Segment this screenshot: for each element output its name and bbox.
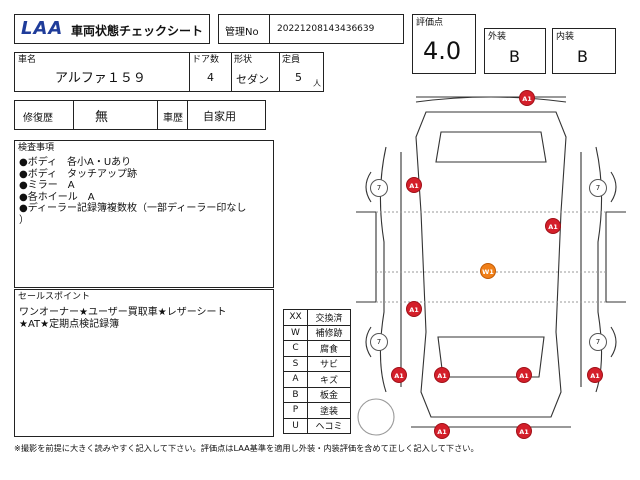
legend-code: W <box>283 324 308 341</box>
inspection-item: ） <box>19 214 29 226</box>
damage-mark-left-front: A1 <box>406 177 422 193</box>
mgmt-box: 管理No 20221208143436639 <box>218 14 404 44</box>
exterior-label: 外装 <box>488 32 507 42</box>
interior-label: 内装 <box>556 32 575 42</box>
interior-grade: B <box>577 47 588 66</box>
mgmt-divider <box>269 15 270 43</box>
legend-code: XX <box>283 309 308 326</box>
vehicle-row: 車名 アルファ１５９ ドア数 4 形状 セダン 定員 5 人 <box>14 52 324 92</box>
exterior-box: 外装 B <box>484 28 546 74</box>
damage-mark-rear-bumper-right: A1 <box>516 423 532 439</box>
tire-rear-left: 7 <box>370 333 388 351</box>
inspection-box: 検査事項 ●ボディ 各小A・Uあり ●ボディ タッチアップ跡 ●ミラー A ●各… <box>14 140 274 288</box>
sheet-title: 車両状態チェックシート <box>71 24 204 38</box>
divider <box>189 53 190 91</box>
legend-code: S <box>283 355 308 372</box>
legend-code: B <box>283 386 308 403</box>
damage-mark-right-front: A1 <box>545 218 561 234</box>
damage-mark-rear-bumper-left: A1 <box>434 423 450 439</box>
sales-box: セールスポイント ワンオーナー★ユーザー買取車★レザーシート ★AT★定期点検記… <box>14 289 274 437</box>
tire-rear-right: 7 <box>589 333 607 351</box>
legend-code: C <box>283 340 308 357</box>
capacity-unit: 人 <box>313 79 321 88</box>
inspection-item: ●各ホイール A <box>19 191 95 203</box>
car-name-label: 車名 <box>18 55 37 65</box>
mgmt-label: 管理No <box>225 27 259 38</box>
legend-label: 交換済 <box>307 309 351 326</box>
repair-value: 無 <box>95 110 109 125</box>
footer-note: ※撮影を前提に大きく読みやすく記入して下さい。評価点はLAA基準を適用し外装・内… <box>14 443 479 453</box>
sales-title: セールスポイント <box>18 292 91 302</box>
legend-code: P <box>283 402 308 419</box>
legend-label: キズ <box>307 371 351 388</box>
history-row: 修復歴 無 車歴 自家用 <box>14 100 266 130</box>
score-box: 評価点 4.0 <box>412 14 476 74</box>
damage-mark-front: A1 <box>519 90 535 106</box>
capacity-label: 定員 <box>282 55 301 65</box>
laa-logo: LAA <box>21 18 64 39</box>
damage-mark-left-rear: A1 <box>406 301 422 317</box>
damage-mark-rear-right: A1 <box>587 367 603 383</box>
divider <box>279 53 280 91</box>
damage-mark-rear-center-left: A1 <box>434 367 450 383</box>
score-value: 4.0 <box>423 37 462 65</box>
interior-box: 内装 B <box>552 28 616 74</box>
legend-code: A <box>283 371 308 388</box>
shape-label: 形状 <box>234 55 253 65</box>
inspection-item: ●ボディ タッチアップ跡 <box>19 168 138 180</box>
legend-label: 板金 <box>307 386 351 403</box>
mgmt-number: 20221208143436639 <box>277 24 375 34</box>
legend-code: U <box>283 417 308 434</box>
legend-label: ヘコミ <box>307 417 351 434</box>
divider <box>157 101 158 129</box>
damage-mark-roof: W1 <box>480 263 496 279</box>
inspection-item: ●ディーラー記録簿複数枚（一部ディーラー印なし <box>19 203 247 214</box>
capacity-value: 5 <box>295 71 302 84</box>
legend-label: 塗装 <box>307 402 351 419</box>
use-label: 車歴 <box>163 113 183 124</box>
exterior-grade: B <box>509 47 520 66</box>
inspection-list: ●ボディ 各小A・Uあり ●ボディ タッチアップ跡 ●ミラー A ●各ホイール … <box>19 157 246 226</box>
doors-value: 4 <box>207 71 214 84</box>
sales-line: ★AT★定期点検記録簿 <box>19 319 120 330</box>
car-name: アルファ１５９ <box>55 71 146 86</box>
legend-label: 腐食 <box>307 340 351 357</box>
divider <box>187 101 188 129</box>
car-diagram <box>356 96 626 436</box>
inspection-item: ●ミラー A <box>19 180 75 191</box>
damage-mark-rear-center-right: A1 <box>516 367 532 383</box>
inspection-title: 検査事項 <box>18 143 55 153</box>
score-label: 評価点 <box>416 18 444 28</box>
divider <box>73 101 74 129</box>
tire-front-left: 7 <box>370 179 388 197</box>
repair-label: 修復歴 <box>23 113 53 124</box>
logo-box: LAA 車両状態チェックシート <box>14 14 210 44</box>
shape-value: セダン <box>236 73 269 86</box>
use-value: 自家用 <box>203 110 236 123</box>
legend-label: サビ <box>307 355 351 372</box>
divider <box>231 53 232 91</box>
tire-front-right: 7 <box>589 179 607 197</box>
legend-label: 補修跡 <box>307 324 351 341</box>
doors-label: ドア数 <box>192 55 220 65</box>
inspection-item: ●ボディ 各小A・Uあり <box>19 157 132 168</box>
sales-lines: ワンオーナー★ユーザー買取車★レザーシート ★AT★定期点検記録簿 <box>19 307 227 331</box>
sales-line: ワンオーナー★ユーザー買取車★レザーシート <box>19 307 227 318</box>
damage-mark-rear-left: A1 <box>391 367 407 383</box>
